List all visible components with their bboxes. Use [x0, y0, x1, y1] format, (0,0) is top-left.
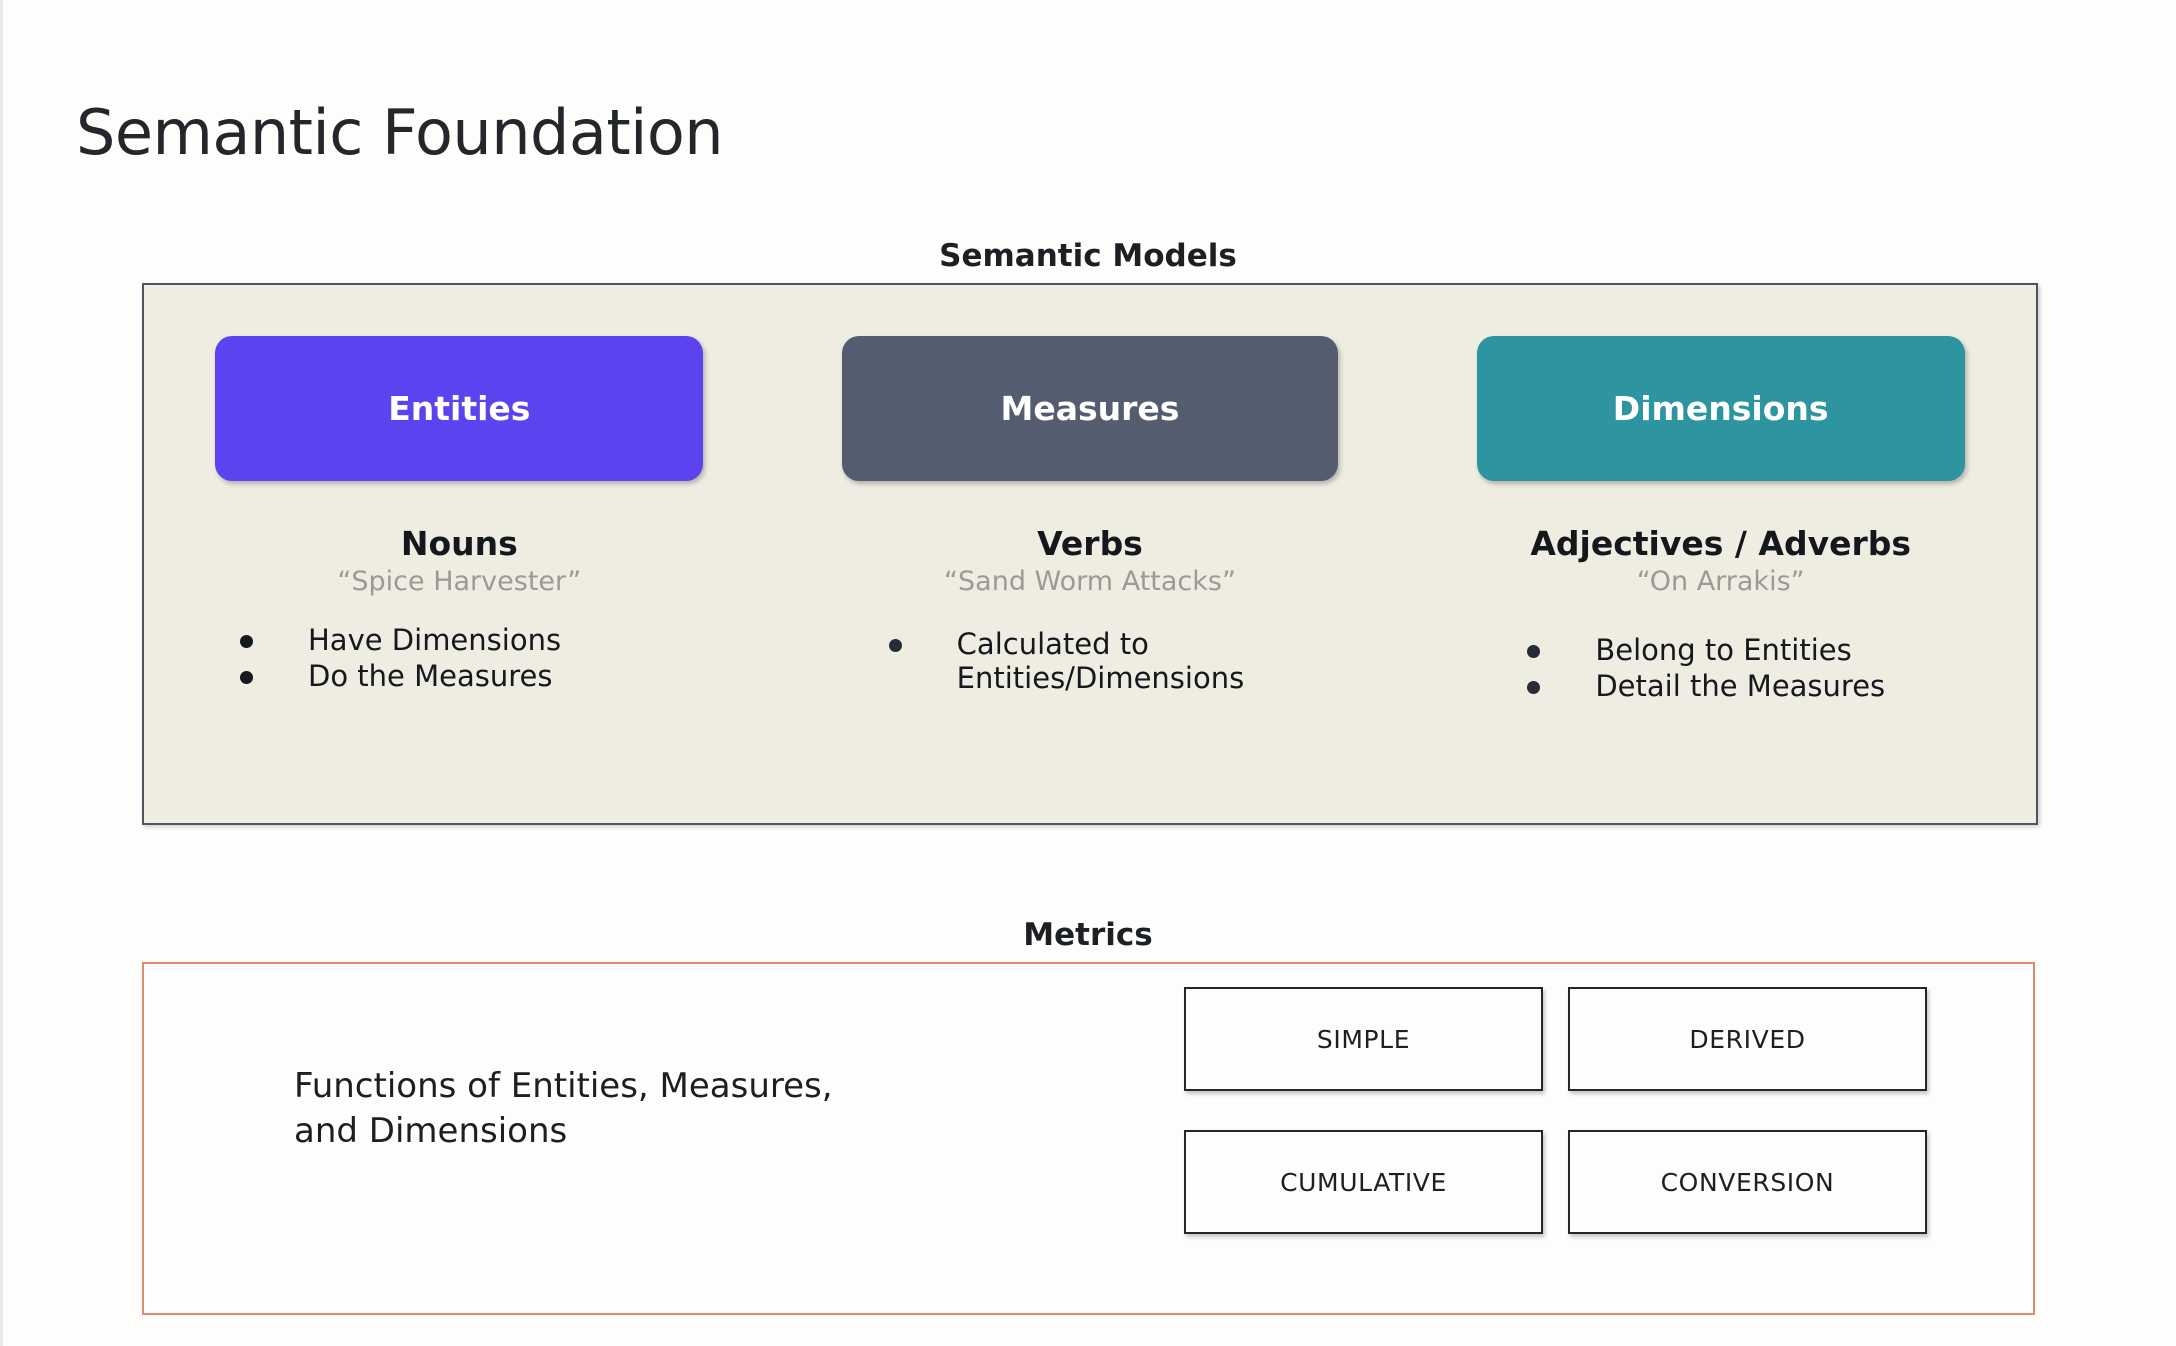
metric-type-derived[interactable]: DERIVED — [1568, 987, 1927, 1091]
list-item: Belong to Entities — [1527, 633, 1885, 668]
list-item: Have Dimensions — [240, 623, 562, 658]
model-column-measures: Measures Verbs “Sand Worm Attacks” Calcu… — [775, 285, 1406, 823]
metrics-section-label: Metrics — [1023, 917, 1153, 953]
model-column-dimensions: Dimensions Adjectives / Adverbs “On Arra… — [1405, 285, 2036, 823]
bullet-dot-icon — [1527, 680, 1541, 694]
list-item: Do the Measures — [240, 658, 561, 694]
semantic-models-section-label: Semantic Models — [939, 238, 1237, 274]
semantic-models-grid: Entities Nouns “Spice Harvester” Have Di… — [144, 285, 2036, 823]
dimensions-example: “On Arrakis” — [1636, 565, 1805, 597]
measures-pill[interactable]: Measures — [842, 336, 1338, 481]
semantic-models-panel: Entities Nouns “Spice Harvester” Have Di… — [142, 283, 2038, 825]
entities-part-of-speech: Nouns — [400, 524, 518, 563]
bullet-label: Belong to Entities — [1595, 633, 1852, 668]
metric-type-cumulative[interactable]: CUMULATIVE — [1184, 1130, 1543, 1234]
dimensions-pill[interactable]: Dimensions — [1476, 336, 1965, 481]
entities-example: “Spice Harvester” — [337, 565, 582, 597]
metric-type-simple[interactable]: SIMPLE — [1184, 987, 1543, 1091]
model-column-entities: Entities Nouns “Spice Harvester” Have Di… — [144, 285, 775, 823]
bullet-dot-icon — [888, 639, 902, 653]
measures-example: “Sand Worm Attacks” — [944, 565, 1236, 597]
bullet-label: Detail the Measures — [1595, 668, 1886, 703]
bullet-label: Have Dimensions — [308, 623, 562, 658]
bullet-dot-icon — [240, 635, 253, 649]
list-item: Detail the Measures — [1527, 668, 1886, 704]
dimensions-bullet-list: Belong to Entities Detail the Measures — [1527, 633, 1886, 705]
bullet-dot-icon — [240, 670, 253, 684]
entities-pill[interactable]: Entities — [215, 336, 704, 481]
bullet-label: Do the Measures — [308, 658, 553, 693]
dimensions-part-of-speech: Adjectives / Adverbs — [1530, 524, 1912, 563]
measures-bullet-list: Calculated to Entities/Dimensions — [888, 627, 1245, 697]
page-left-edge — [0, 0, 3, 1346]
metrics-panel: Functions of Entities, Measures, and Dim… — [142, 962, 2035, 1315]
bullet-label: Calculated to Entities/Dimensions — [956, 627, 1245, 695]
page-title: Semantic Foundation — [76, 95, 724, 169]
entities-bullet-list: Have Dimensions Do the Measures — [240, 623, 562, 695]
metrics-description: Functions of Entities, Measures, and Dim… — [294, 1066, 833, 1151]
metric-type-conversion[interactable]: CONVERSION — [1568, 1130, 1927, 1234]
list-item: Calculated to Entities/Dimensions — [888, 627, 1245, 695]
metric-type-grid: SIMPLE DERIVED CUMULATIVE CONVERSION — [1184, 987, 1927, 1234]
measures-part-of-speech: Verbs — [1037, 524, 1143, 563]
bullet-dot-icon — [1527, 645, 1541, 659]
